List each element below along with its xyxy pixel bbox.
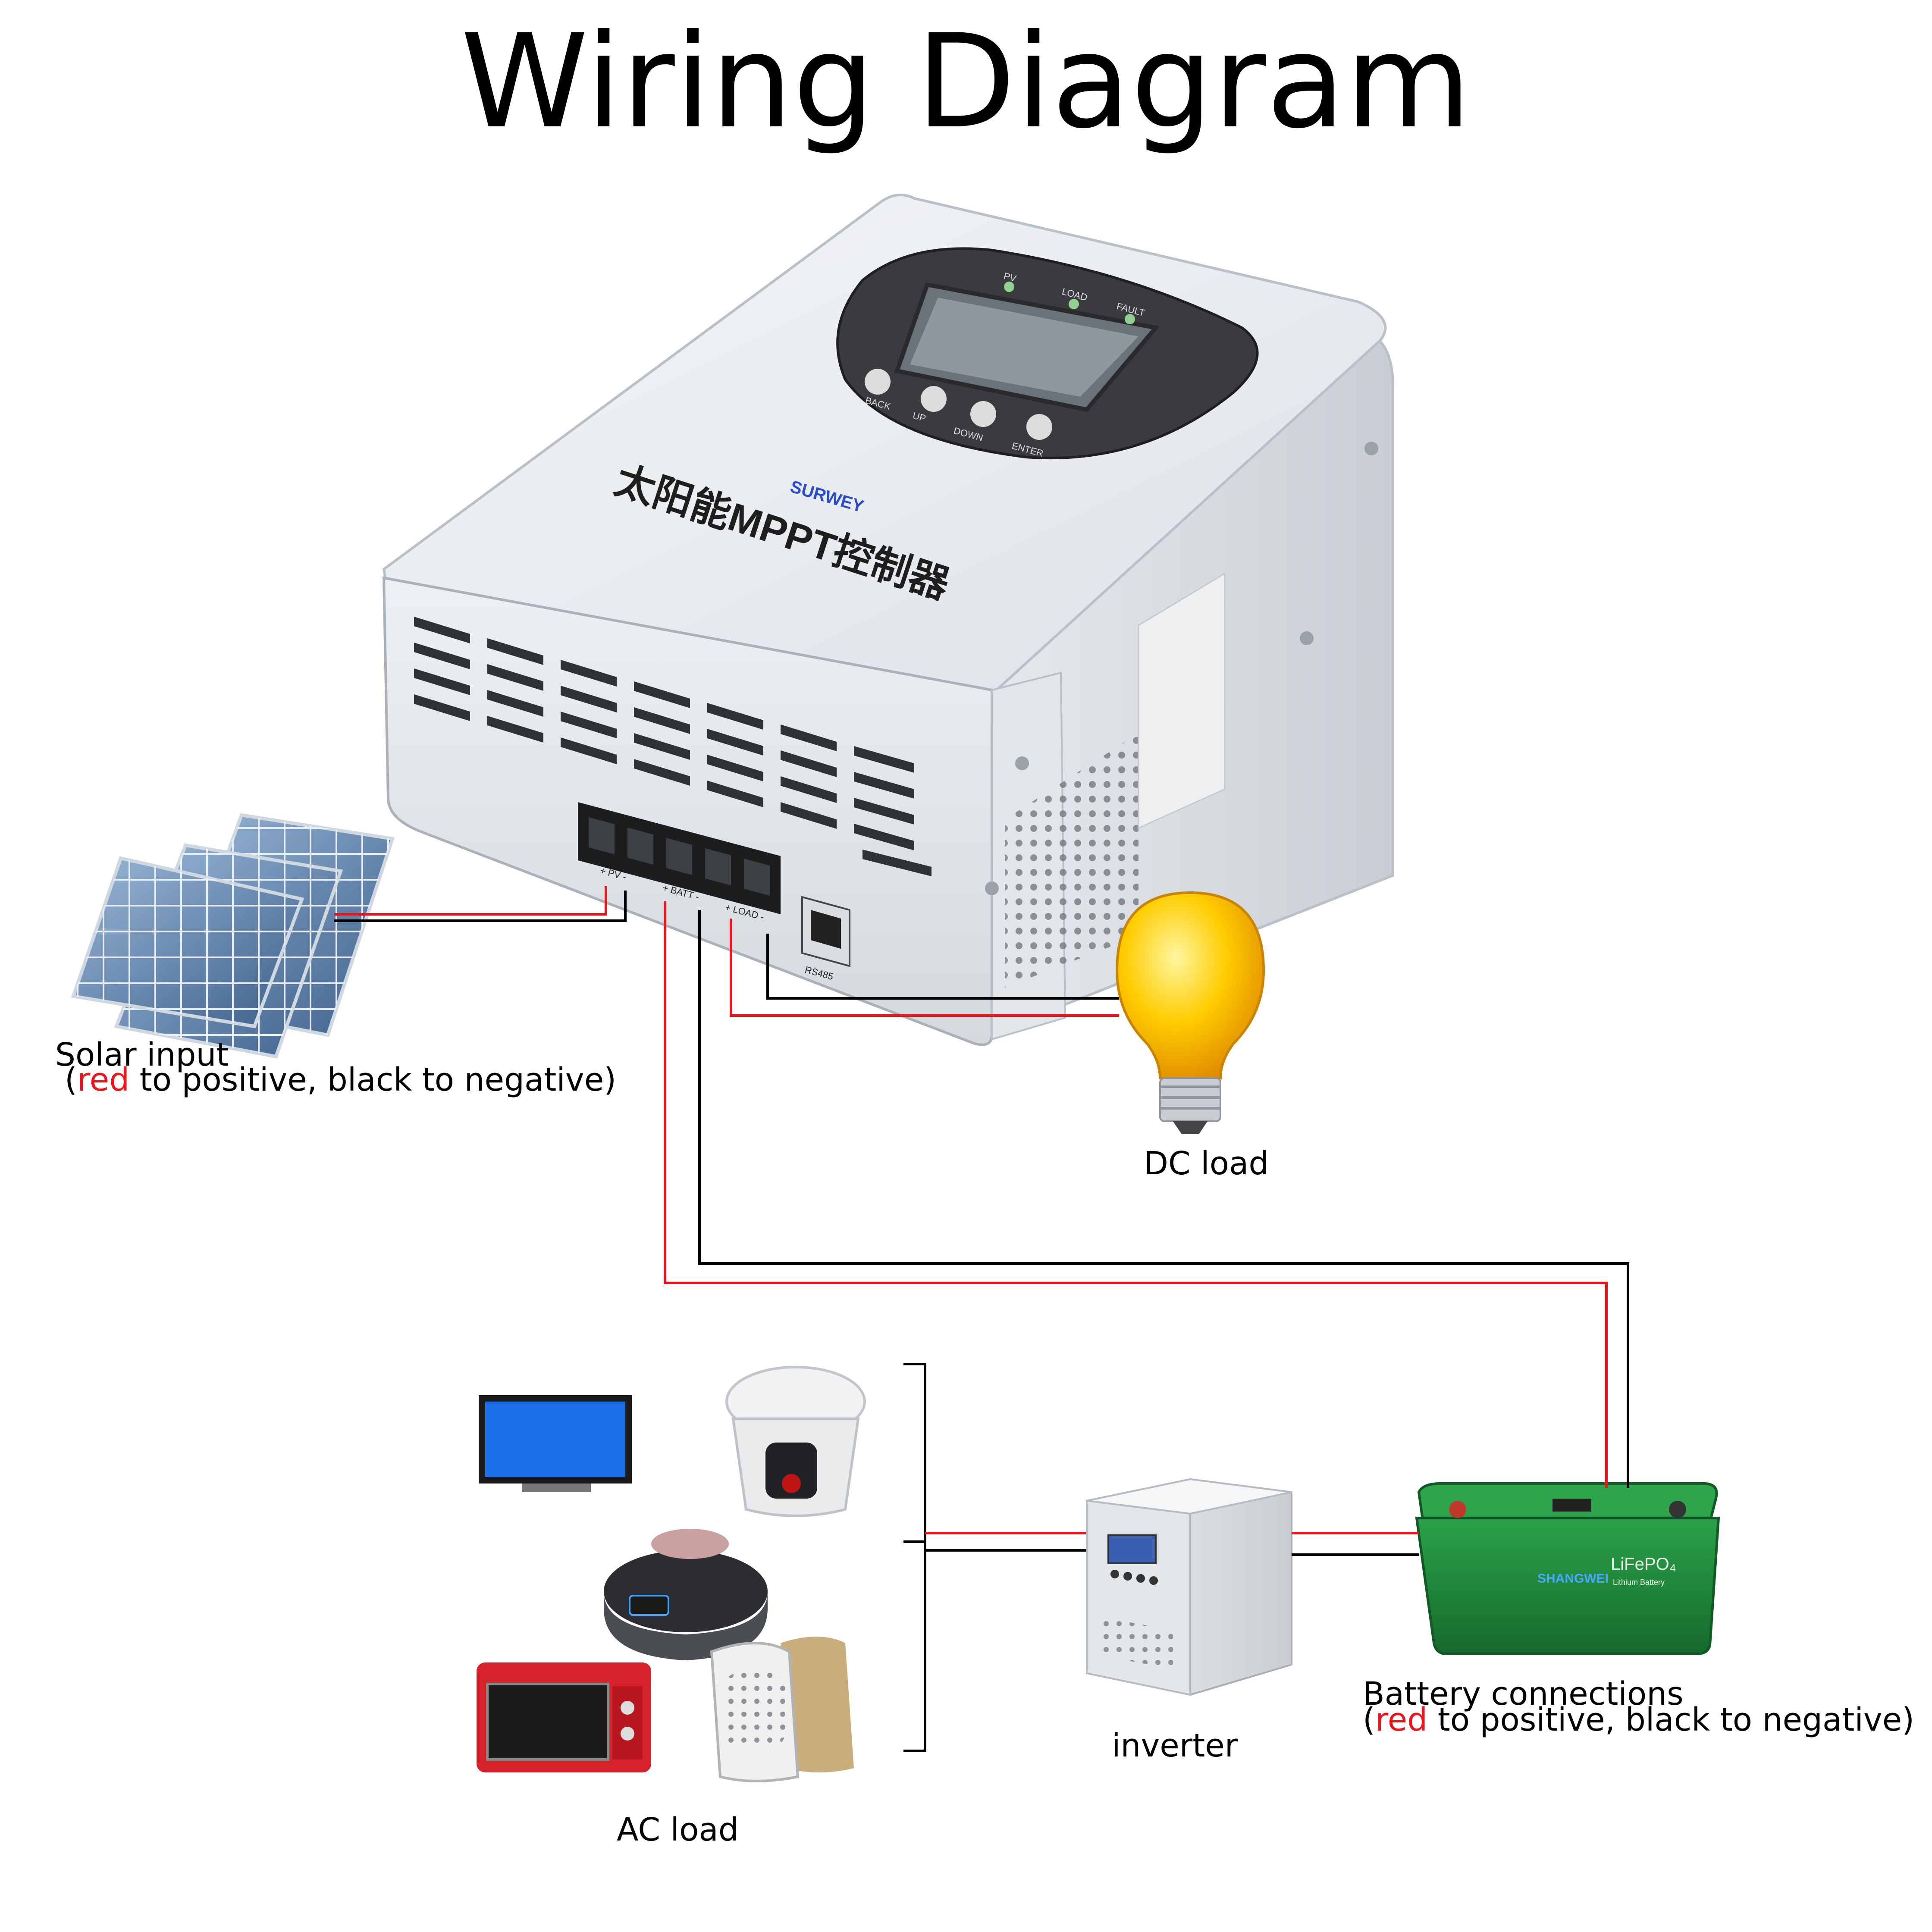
dc-load-label: DC load: [1144, 1145, 1269, 1182]
page-title: Wiring Diagram: [460, 6, 1472, 157]
solar-polarity-note: (red to positive, black to negative): [65, 1061, 617, 1098]
air-fryer-icon: [604, 1529, 768, 1660]
battery-polarity-note: (red to positive, black to negative): [1363, 1701, 1915, 1738]
bulb-icon: [1115, 891, 1265, 1134]
toaster-oven-icon: [477, 1662, 651, 1772]
tv-icon: [479, 1395, 632, 1492]
front-vents: [414, 617, 932, 876]
side-vents: [1005, 733, 1138, 988]
ac-load-label: AC load: [617, 1811, 739, 1848]
inverter-label: inverter: [1112, 1727, 1238, 1764]
battery-chemistry: LiFePO₄: [1611, 1555, 1676, 1574]
mppt-controller: PV LOAD FAULT BACK UP DOWN ENTER SURWEY …: [382, 194, 1394, 1046]
battery-brand: SHANGWEI: [1537, 1571, 1609, 1586]
heater-icon: [710, 1637, 854, 1782]
inverter-icon: [1086, 1478, 1292, 1696]
multicooker-icon: [725, 1366, 866, 1517]
wires: [334, 886, 1629, 1556]
battery-connections-label: Battery connections: [1363, 1675, 1684, 1712]
battery-subtitle: Lithium Battery: [1613, 1578, 1665, 1587]
solar-input-label: Solar input: [55, 1036, 229, 1073]
battery-icon: SHANGWEI LiFePO₄ Lithium Battery: [1415, 1482, 1720, 1655]
solar-panels: [71, 813, 395, 1059]
terminal-block: + PV - + BATT - + LOAD - RS485: [578, 802, 850, 982]
ac-load-bracket: [903, 1363, 926, 1752]
